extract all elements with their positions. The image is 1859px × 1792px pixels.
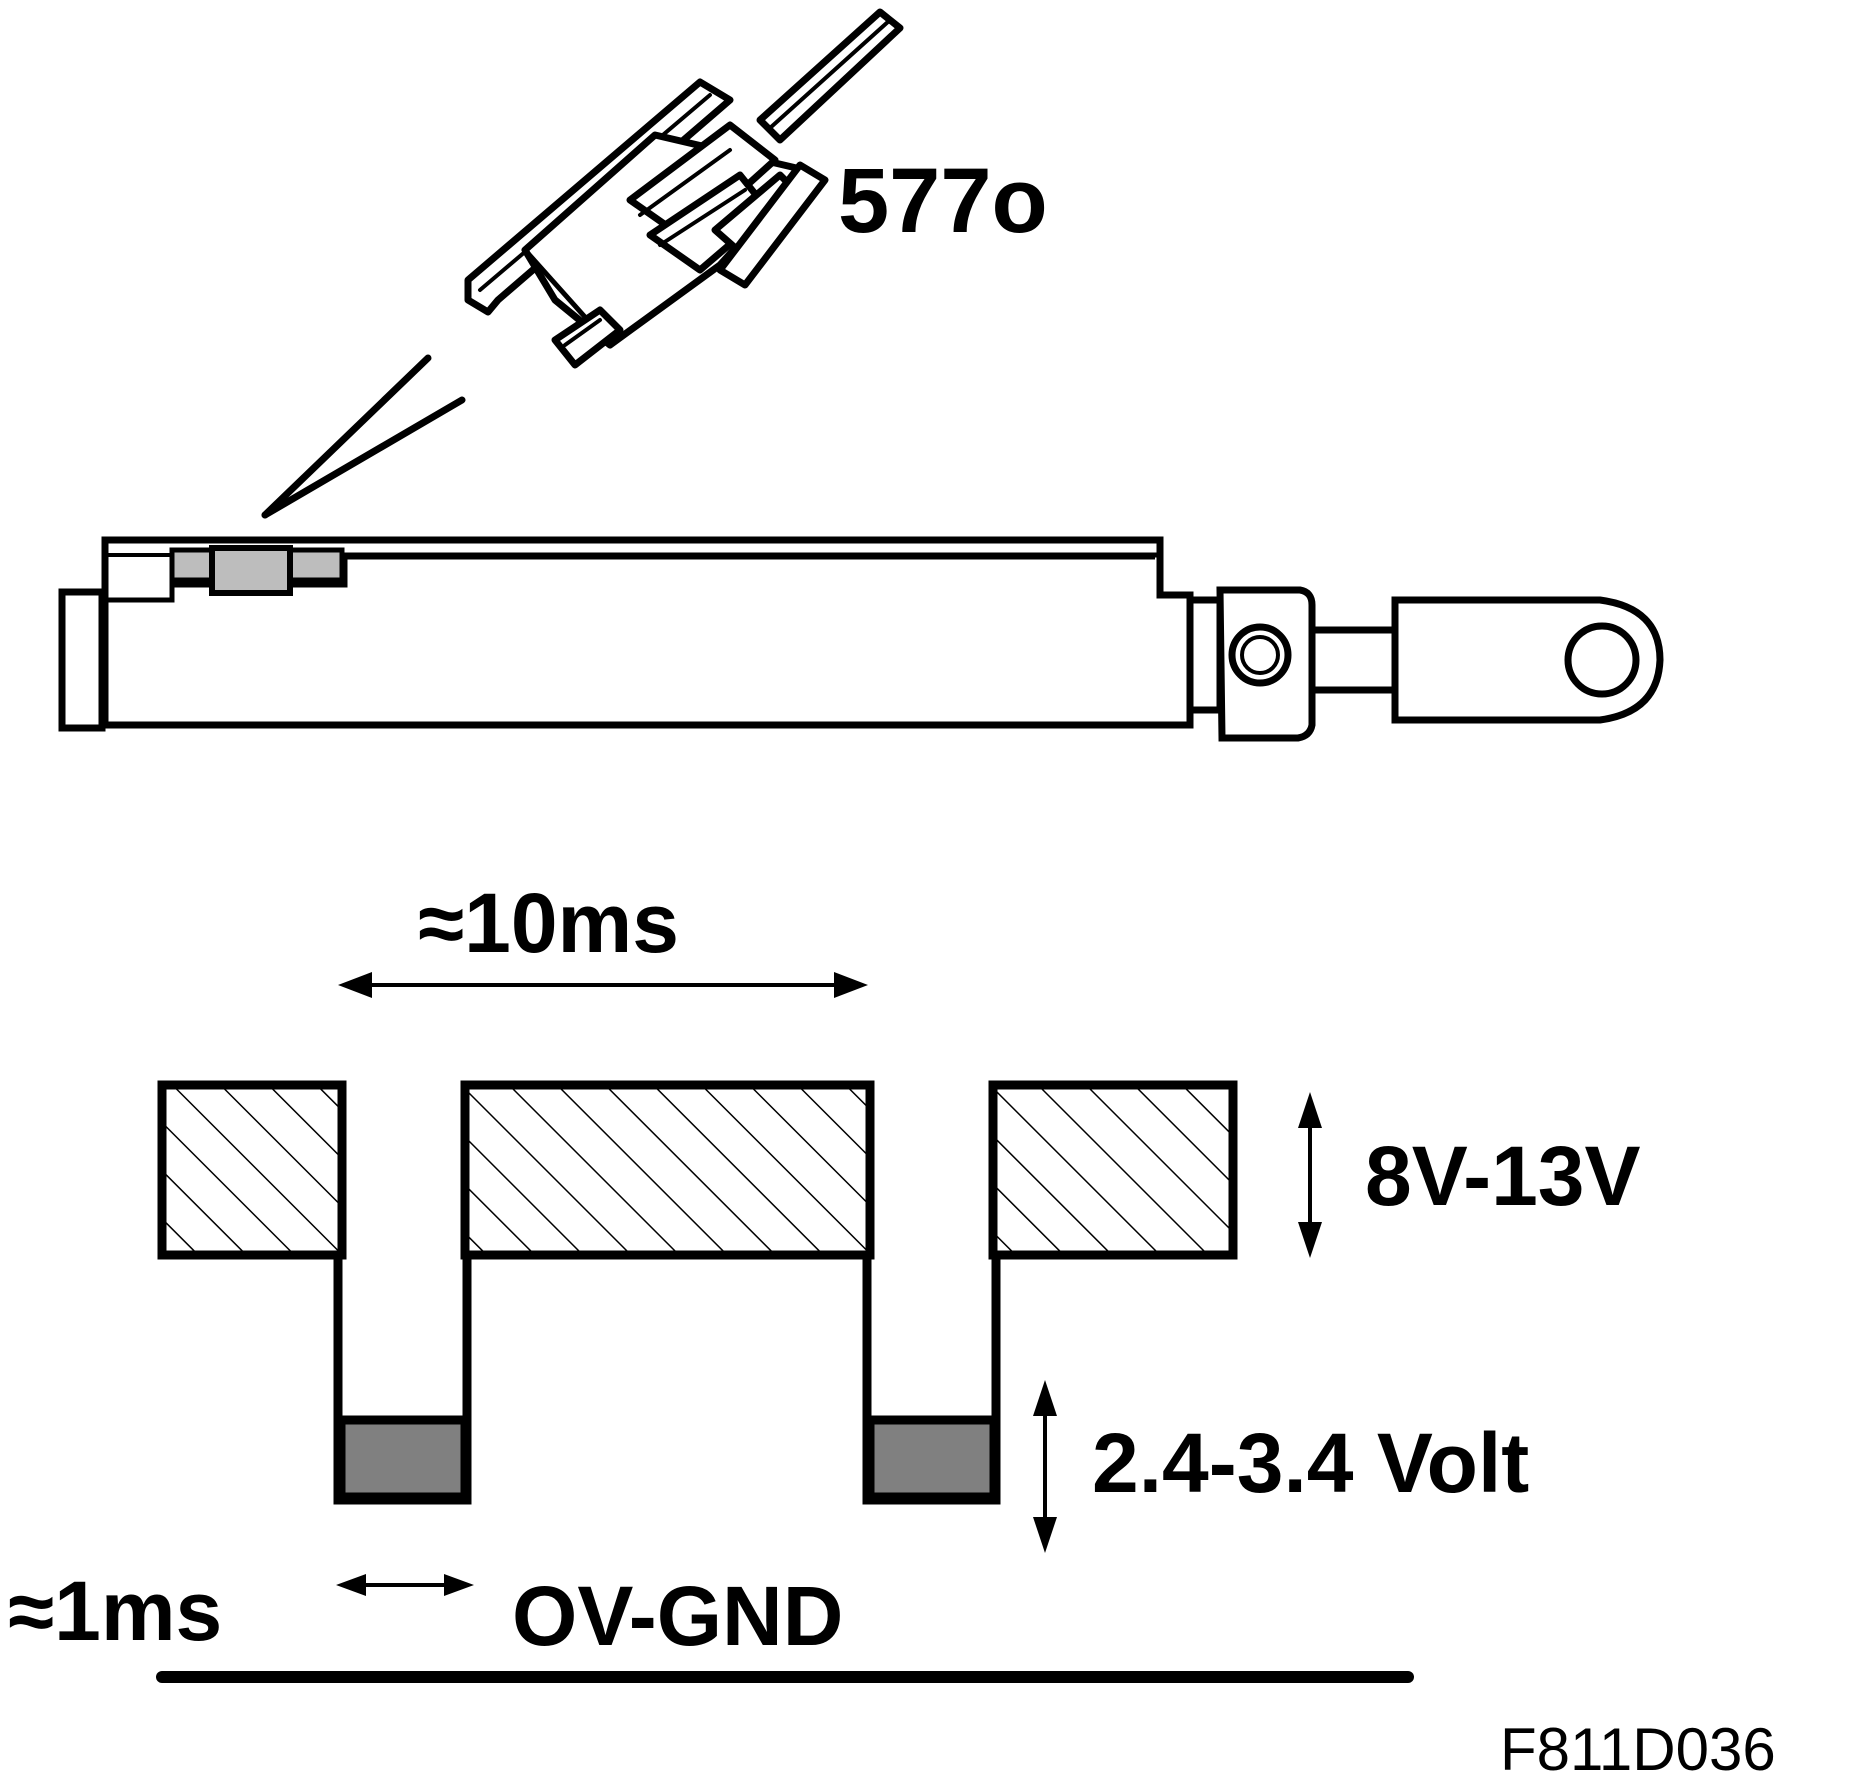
figure-code: F811D036 [1500, 1716, 1776, 1783]
low-level-blocks [338, 1415, 997, 1500]
connector-577o [464, 8, 904, 369]
high-level-blocks [157, 1080, 1238, 1260]
pointer-wedge [261, 354, 466, 519]
period-label: ≈10ms [418, 876, 679, 970]
connector-part-label: 577o [838, 150, 1048, 252]
pwm-waveform [162, 1250, 1233, 1505]
high-level-arrow [1298, 1092, 1322, 1258]
pulse-width-label: ≈1ms [8, 1564, 222, 1658]
high-level-label: 8V-13V [1365, 1129, 1641, 1223]
ground-label: OV-GND [512, 1569, 843, 1663]
low-level-arrow [1033, 1380, 1057, 1553]
pulse-width-arrow [336, 1574, 474, 1596]
actuator-body [58, 536, 1664, 742]
low-level-label: 2.4-3.4 Volt [1092, 1416, 1529, 1510]
period-dimension: ≈10ms [338, 876, 868, 998]
